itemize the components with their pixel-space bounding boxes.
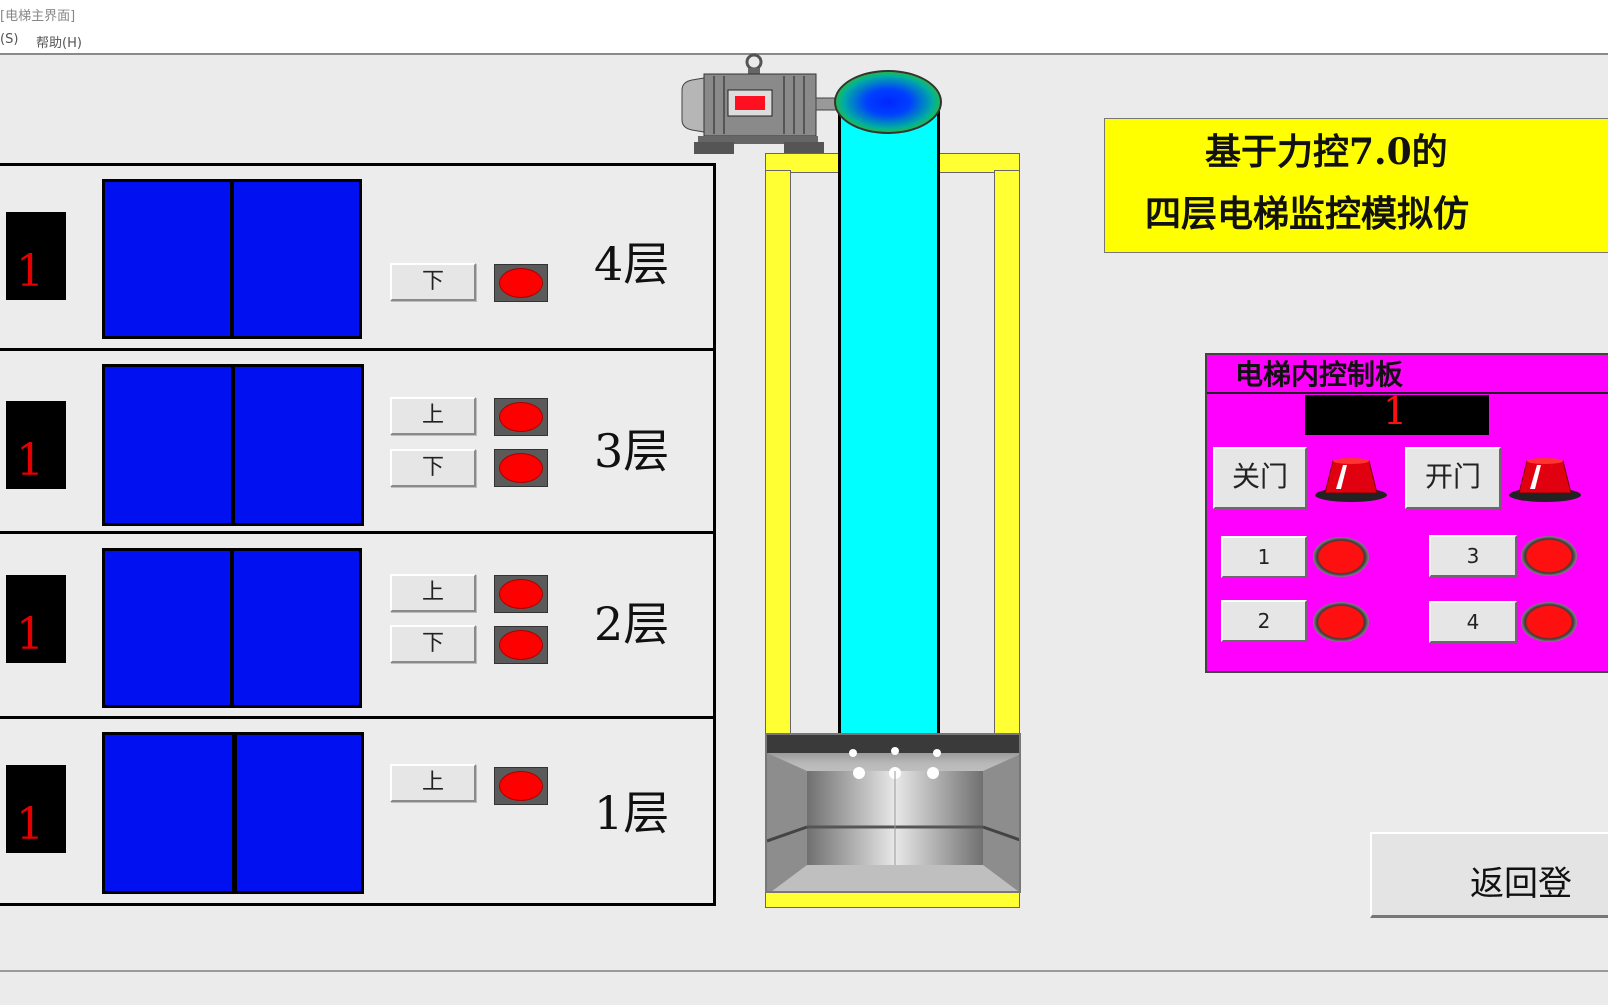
car-floor-lamp-3 <box>1521 536 1577 576</box>
call-down-button-4[interactable]: 下 <box>390 263 476 301</box>
call-lamp-up-3 <box>494 398 548 436</box>
title-line-2: 四层电梯监控模拟仿 <box>1145 193 1470 235</box>
door-right-panel <box>234 182 359 336</box>
elevator-door <box>102 548 362 708</box>
car-floor-lamp-4 <box>1521 602 1577 642</box>
car-floor-lamp-2 <box>1313 602 1369 642</box>
floor-label-3: 3层 <box>594 424 670 478</box>
call-lamp-down-3 <box>494 449 548 487</box>
door-left-panel <box>105 367 231 523</box>
door-right-panel <box>237 735 361 891</box>
call-down-button-2[interactable]: 下 <box>390 625 476 663</box>
car-floor-lamp-1 <box>1313 537 1369 577</box>
alarm-light-icon <box>1509 458 1581 502</box>
car-floor-button-1[interactable]: 1 <box>1221 536 1307 578</box>
pulley-icon <box>834 70 942 134</box>
elevator-door <box>102 732 364 894</box>
floor-label-4: 4层 <box>594 237 670 291</box>
panel-title: 电梯内控制板 <box>1235 358 1404 391</box>
window-title: [电梯主界面] <box>0 9 76 24</box>
elevator-door <box>102 179 362 339</box>
open-door-button[interactable]: 开门 <box>1405 447 1501 509</box>
car-floor-button-4[interactable]: 4 <box>1429 601 1517 643</box>
door-right-panel <box>234 551 359 705</box>
floor-panel-2: 1 上 下 2层 <box>0 531 716 719</box>
car-floor-button-2[interactable]: 2 <box>1221 600 1307 642</box>
call-up-button-2[interactable]: 上 <box>390 574 476 612</box>
door-left-panel <box>105 182 230 336</box>
call-lamp-up-1 <box>494 767 548 805</box>
title-line-1: 基于力控7.0的 <box>1205 131 1448 173</box>
floor-indicator-value: 1 <box>16 246 44 297</box>
back-to-login-label: 返回登 <box>1470 864 1572 904</box>
door-left-panel <box>105 735 232 891</box>
floor-label-2: 2层 <box>594 597 670 651</box>
floor-indicator-2: 1 <box>6 575 66 663</box>
floor-indicator-1: 1 <box>6 765 66 853</box>
floor-panel-3: 1 上 下 3层 <box>0 348 716 534</box>
floor-panel-1: 1 上 1层 <box>0 716 716 906</box>
car-control-panel: 电梯内控制板 1 关门 开门 1 2 3 4 <box>1205 353 1608 673</box>
floor-panel-4: 1 下 4层 <box>0 163 716 351</box>
menu-bar: (S) 帮助(H) <box>0 28 1608 55</box>
motor-icon <box>680 52 840 156</box>
back-to-login-button[interactable]: 返回登 <box>1370 832 1608 918</box>
panel-floor-display: 1 <box>1305 389 1489 435</box>
door-left-panel <box>105 551 230 705</box>
alarm-light-icon <box>1315 458 1387 502</box>
window-title-bar: [电梯主界面] <box>0 0 1608 28</box>
call-lamp-up-2 <box>494 575 548 613</box>
floor-indicator-value: 1 <box>16 435 44 486</box>
window-bottom-border <box>0 970 1608 972</box>
shaft-rail-right <box>994 170 1020 735</box>
door-right-panel <box>235 367 361 523</box>
floor-indicator-value: 1 <box>16 799 44 850</box>
elevator-car <box>765 733 1021 893</box>
floor-label-1: 1层 <box>594 786 670 840</box>
floor-indicator-value: 1 <box>16 609 44 660</box>
car-floor-button-3[interactable]: 3 <box>1429 535 1517 577</box>
floor-indicator-4: 1 <box>6 212 66 300</box>
close-door-button[interactable]: 关门 <box>1213 447 1307 509</box>
floor-indicator-3: 1 <box>6 401 66 489</box>
call-down-button-3[interactable]: 下 <box>390 449 476 487</box>
title-banner: 基于力控7.0的 四层电梯监控模拟仿 <box>1104 118 1608 253</box>
call-lamp-down-4 <box>494 264 548 302</box>
menu-item-help[interactable]: 帮助(H) <box>36 36 82 51</box>
menu-item-s[interactable]: (S) <box>0 32 19 47</box>
cable-tube <box>838 95 940 735</box>
elevator-door <box>102 364 364 526</box>
call-up-button-1[interactable]: 上 <box>390 764 476 802</box>
panel-display-value: 1 <box>1383 389 1408 433</box>
panel-divider <box>1207 392 1608 394</box>
call-lamp-down-2 <box>494 626 548 664</box>
call-up-button-3[interactable]: 上 <box>390 397 476 435</box>
shaft-rail-left <box>765 170 791 735</box>
